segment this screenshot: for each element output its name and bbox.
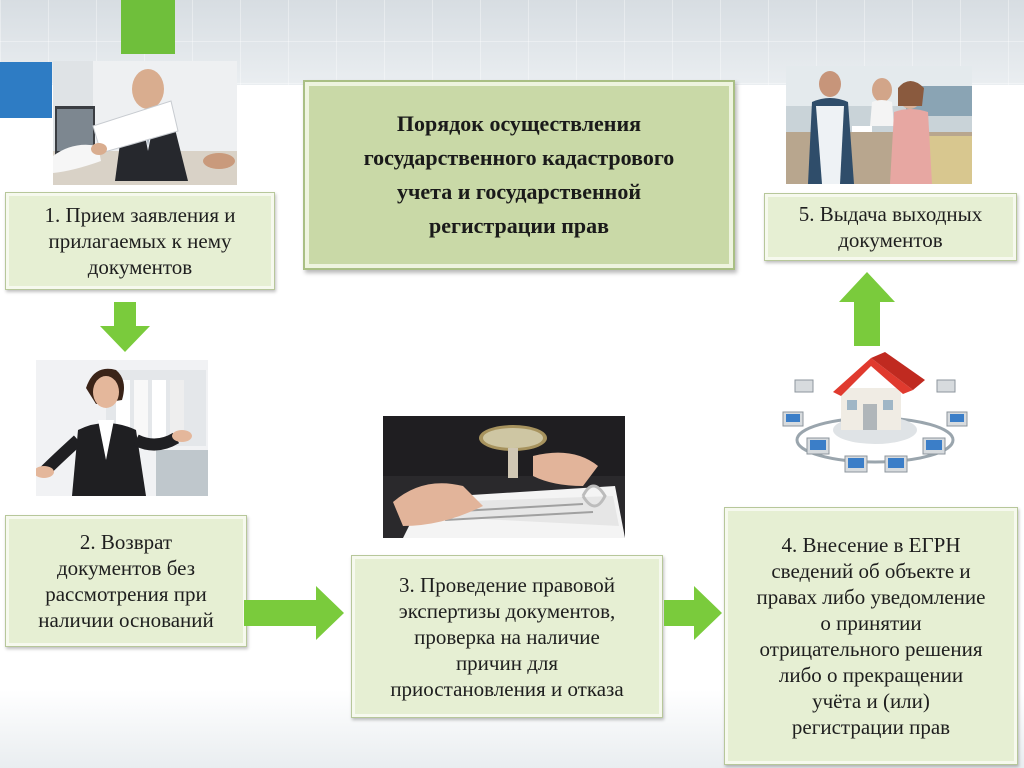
photo-document-submission [53,61,237,185]
photo-document-issuance [786,66,972,184]
step-1-box: 1. Прием заявления и прилагаемых к нему … [5,192,275,290]
arrow-up-icon [839,272,895,346]
step-3-text: 3. Проведение правовой экспертизы докуме… [390,572,624,701]
step-3-box: 3. Проведение правовой экспертизы докуме… [351,555,663,718]
step-1-text: 1. Прием заявления и прилагаемых к нему … [44,203,236,279]
decor-blue-square [0,62,52,118]
step-2-text: 2. Возврат документов без рассмотрения п… [38,530,214,632]
diagram-title-box: Порядок осуществления государственного к… [303,80,735,270]
decor-green-square [121,0,175,54]
arrow-right-icon [244,586,344,640]
photo-document-return [36,360,208,496]
photo-house-network [775,350,975,490]
arrow-right-icon [664,586,722,640]
step-5-box: 5. Выдача выходных документов [764,193,1017,261]
step-4-box: 4. Внесение в ЕГРН сведений об объекте и… [724,507,1018,765]
step-5-text: 5. Выдача выходных документов [798,202,983,252]
step-2-box: 2. Возврат документов без рассмотрения п… [5,515,247,647]
diagram-title: Порядок осуществления государственного к… [363,111,675,238]
step-4-text: 4. Внесение в ЕГРН сведений об объекте и… [756,533,986,739]
photo-legal-review [383,416,625,538]
arrow-down-icon [100,302,150,352]
